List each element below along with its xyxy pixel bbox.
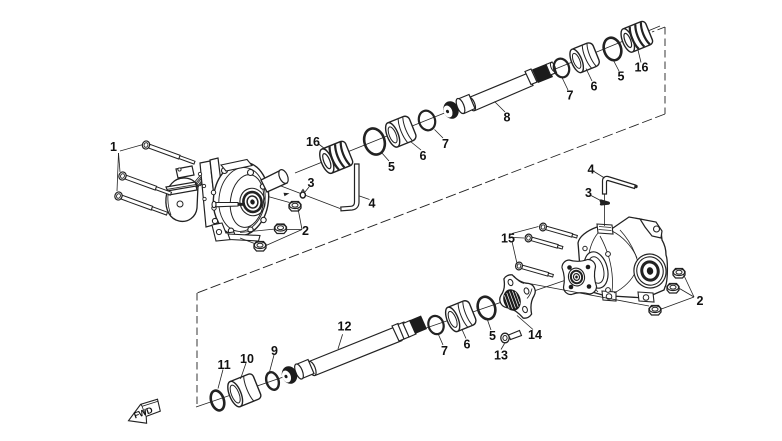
svg-text:6: 6	[420, 149, 427, 163]
svg-text:5: 5	[489, 329, 496, 343]
svg-text:7: 7	[442, 137, 449, 151]
svg-text:7: 7	[567, 89, 574, 103]
svg-text:16: 16	[306, 135, 320, 149]
svg-text:5: 5	[618, 70, 625, 84]
svg-text:16: 16	[635, 61, 649, 75]
svg-text:6: 6	[591, 80, 598, 94]
svg-text:8: 8	[504, 111, 511, 125]
svg-text:11: 11	[218, 358, 231, 372]
svg-text:2: 2	[697, 294, 704, 308]
svg-text:4: 4	[588, 163, 595, 177]
svg-text:3: 3	[308, 176, 315, 190]
svg-text:12: 12	[338, 320, 352, 334]
svg-text:7: 7	[441, 344, 448, 358]
svg-text:3: 3	[585, 186, 592, 200]
svg-text:2: 2	[302, 224, 309, 238]
svg-text:10: 10	[240, 352, 254, 366]
svg-text:9: 9	[271, 344, 278, 358]
svg-text:1: 1	[110, 140, 117, 154]
svg-text:5: 5	[388, 160, 395, 174]
svg-text:6: 6	[464, 338, 471, 352]
svg-text:13: 13	[494, 349, 508, 363]
svg-text:15: 15	[501, 232, 515, 246]
svg-text:14: 14	[528, 328, 542, 342]
svg-text:4: 4	[369, 197, 376, 211]
